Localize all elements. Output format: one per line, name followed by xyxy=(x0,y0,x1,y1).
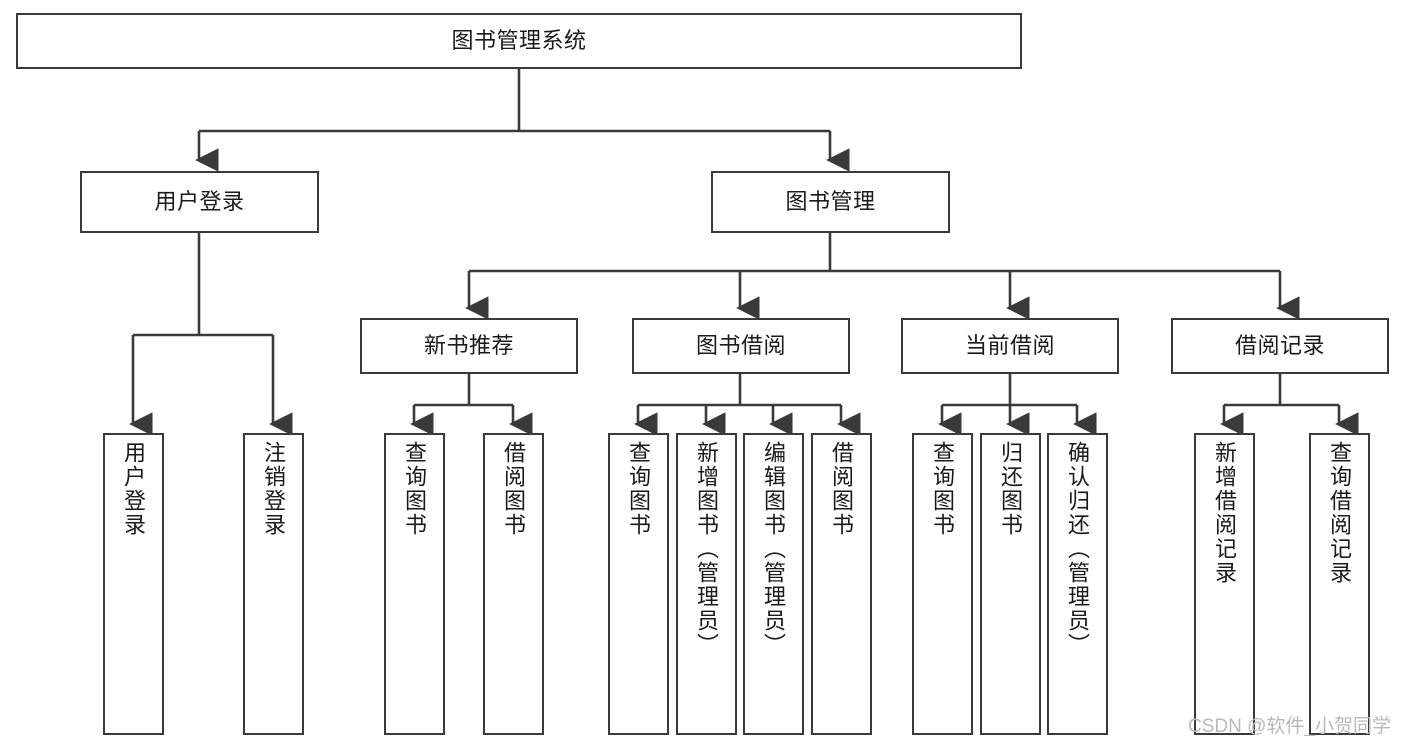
node-root-label: 图书管理系统 xyxy=(451,27,587,53)
node-leaf-query-book-3[interactable]: 查询图书 xyxy=(912,433,973,735)
node-leaf-confirm-return-label: 确认归还（管理员） xyxy=(1065,441,1091,657)
node-new-book-recommend-label: 新书推荐 xyxy=(423,332,514,358)
node-leaf-query-book-2-label: 查询图书 xyxy=(626,441,652,537)
node-root[interactable]: 图书管理系统 xyxy=(16,13,1022,69)
node-borrow-record[interactable]: 借阅记录 xyxy=(1171,318,1389,374)
node-user-login[interactable]: 用户登录 xyxy=(80,171,319,233)
node-leaf-borrow-book-2[interactable]: 借阅图书 xyxy=(811,433,872,735)
node-leaf-add-record[interactable]: 新增借阅记录 xyxy=(1194,433,1255,735)
node-user-login-label: 用户登录 xyxy=(154,188,245,214)
node-leaf-user-login-label: 用户登录 xyxy=(121,441,147,537)
node-leaf-query-record-label: 查询借阅记录 xyxy=(1327,441,1353,585)
watermark: CSDN @软件_小贺同学 xyxy=(1188,716,1391,737)
node-leaf-add-record-label: 新增借阅记录 xyxy=(1212,441,1238,585)
node-new-book-recommend[interactable]: 新书推荐 xyxy=(360,318,578,374)
node-book-management-label: 图书管理 xyxy=(785,188,876,214)
node-leaf-query-book-1-label: 查询图书 xyxy=(402,441,428,537)
node-leaf-add-book-label: 新增图书（管理员） xyxy=(694,441,720,657)
node-book-borrow[interactable]: 图书借阅 xyxy=(632,318,850,374)
node-leaf-query-book-3-label: 查询图书 xyxy=(930,441,956,537)
node-leaf-return-book[interactable]: 归还图书 xyxy=(980,433,1041,735)
node-leaf-query-record[interactable]: 查询借阅记录 xyxy=(1309,433,1370,735)
node-borrow-record-label: 借阅记录 xyxy=(1234,332,1325,358)
node-leaf-confirm-return[interactable]: 确认归还（管理员） xyxy=(1047,433,1108,735)
node-current-borrow[interactable]: 当前借阅 xyxy=(901,318,1119,374)
node-leaf-borrow-book-1-label: 借阅图书 xyxy=(501,441,527,537)
node-leaf-user-login[interactable]: 用户登录 xyxy=(103,433,164,735)
node-current-borrow-label: 当前借阅 xyxy=(964,332,1055,358)
node-book-management[interactable]: 图书管理 xyxy=(711,171,950,233)
node-leaf-add-book[interactable]: 新增图书（管理员） xyxy=(676,433,737,735)
node-book-borrow-label: 图书借阅 xyxy=(695,332,786,358)
node-leaf-logout-label: 注销登录 xyxy=(261,441,287,537)
node-leaf-borrow-book-1[interactable]: 借阅图书 xyxy=(483,433,544,735)
node-leaf-borrow-book-2-label: 借阅图书 xyxy=(829,441,855,537)
node-leaf-logout[interactable]: 注销登录 xyxy=(243,433,304,735)
node-leaf-return-book-label: 归还图书 xyxy=(998,441,1024,537)
node-leaf-edit-book[interactable]: 编辑图书（管理员） xyxy=(743,433,804,735)
node-leaf-edit-book-label: 编辑图书（管理员） xyxy=(761,441,787,657)
node-leaf-query-book-2[interactable]: 查询图书 xyxy=(608,433,669,735)
node-leaf-query-book-1[interactable]: 查询图书 xyxy=(384,433,445,735)
